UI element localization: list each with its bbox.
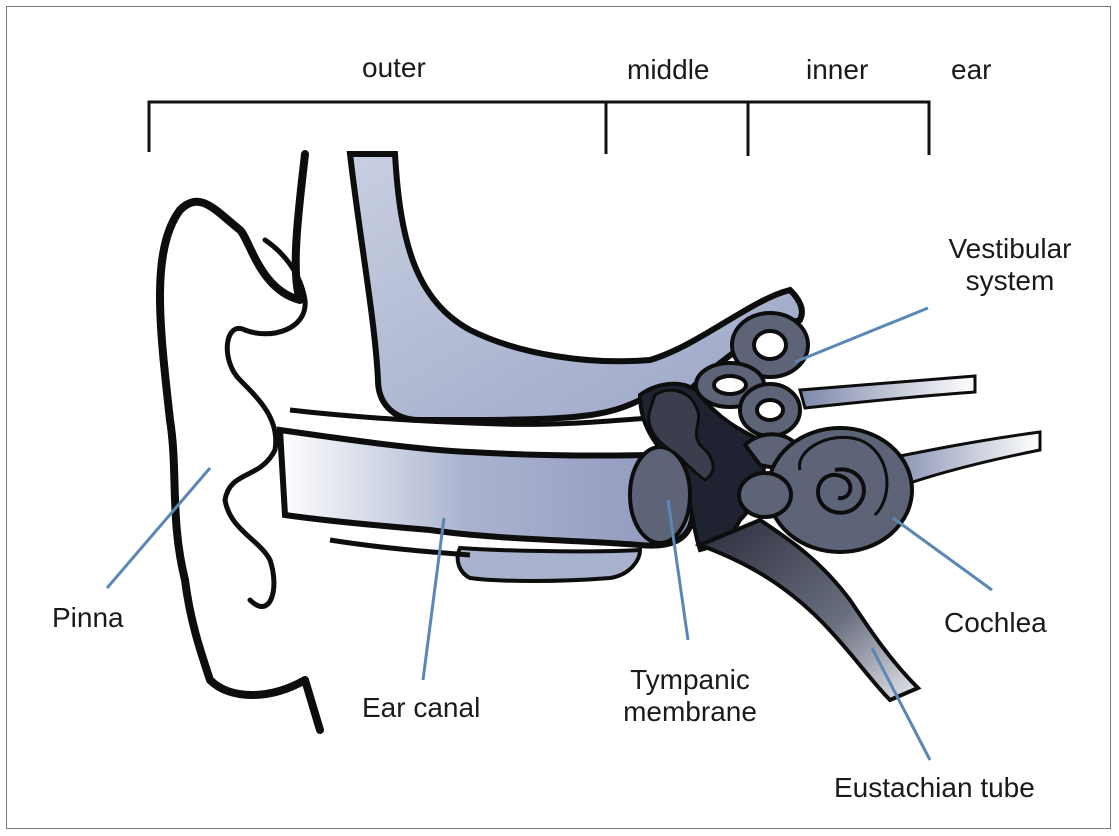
- section-middle: middle: [627, 54, 709, 86]
- label-pinna: Pinna: [52, 602, 124, 634]
- nerve-upper: [800, 376, 975, 408]
- tympanic-membrane: [630, 447, 690, 543]
- label-tympanic-line1: Tympanic: [610, 664, 770, 696]
- section-bracket: [149, 102, 929, 156]
- label-eustachian: Eustachian tube: [834, 772, 1035, 804]
- label-vestibular-line1: Vestibular: [930, 233, 1090, 265]
- label-vestibular: Vestibular system: [930, 233, 1090, 297]
- lower-bone: [458, 548, 640, 581]
- leader-cochlea: [893, 518, 992, 590]
- label-cochlea: Cochlea: [944, 607, 1047, 639]
- leader-eustachian: [872, 648, 930, 760]
- section-outer: outer: [362, 52, 426, 84]
- section-inner: inner: [806, 54, 868, 86]
- canal-wall-lower: [330, 540, 470, 555]
- leader-ear-canal: [423, 518, 444, 680]
- label-ear-canal: Ear canal: [362, 692, 480, 724]
- leader-vestibular: [795, 308, 928, 362]
- section-ear: ear: [951, 54, 991, 86]
- label-tympanic-line2: membrane: [610, 696, 770, 728]
- label-vestibular-line2: system: [930, 265, 1090, 297]
- label-tympanic: Tympanic membrane: [610, 664, 770, 728]
